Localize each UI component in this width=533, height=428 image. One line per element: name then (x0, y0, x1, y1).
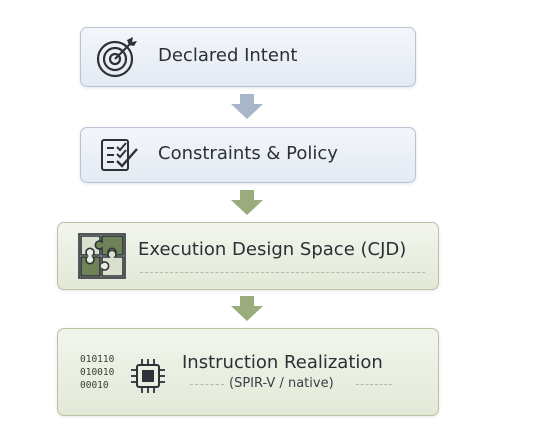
binary-code-0: 010110 (80, 354, 115, 365)
step-declared-intent (80, 27, 416, 87)
step-label-execution-design-space: Execution Design Space (CJD) (138, 239, 407, 260)
divider (140, 272, 425, 273)
binary-code-1: 010010 (80, 367, 115, 378)
step-constraints-policy (80, 127, 416, 183)
divider (190, 384, 224, 385)
checklist-icon (101, 139, 138, 171)
step-label-declared-intent: Declared Intent (158, 45, 298, 66)
arrow-down-icon (231, 94, 263, 119)
arrow-down-icon (231, 296, 263, 321)
step-label-constraints-policy: Constraints & Policy (158, 143, 338, 164)
target-icon (96, 37, 137, 78)
step-label-instruction-realization: Instruction Realization (182, 352, 383, 373)
divider (356, 384, 392, 385)
step-instruction-realization (57, 328, 439, 416)
step-sublabel-instruction-realization: (SPIR-V / native) (229, 376, 334, 391)
puzzle-icon (78, 233, 126, 279)
chip-icon (131, 359, 165, 393)
binary-code-2: 00010 (80, 380, 109, 391)
arrow-down-icon (231, 190, 263, 215)
